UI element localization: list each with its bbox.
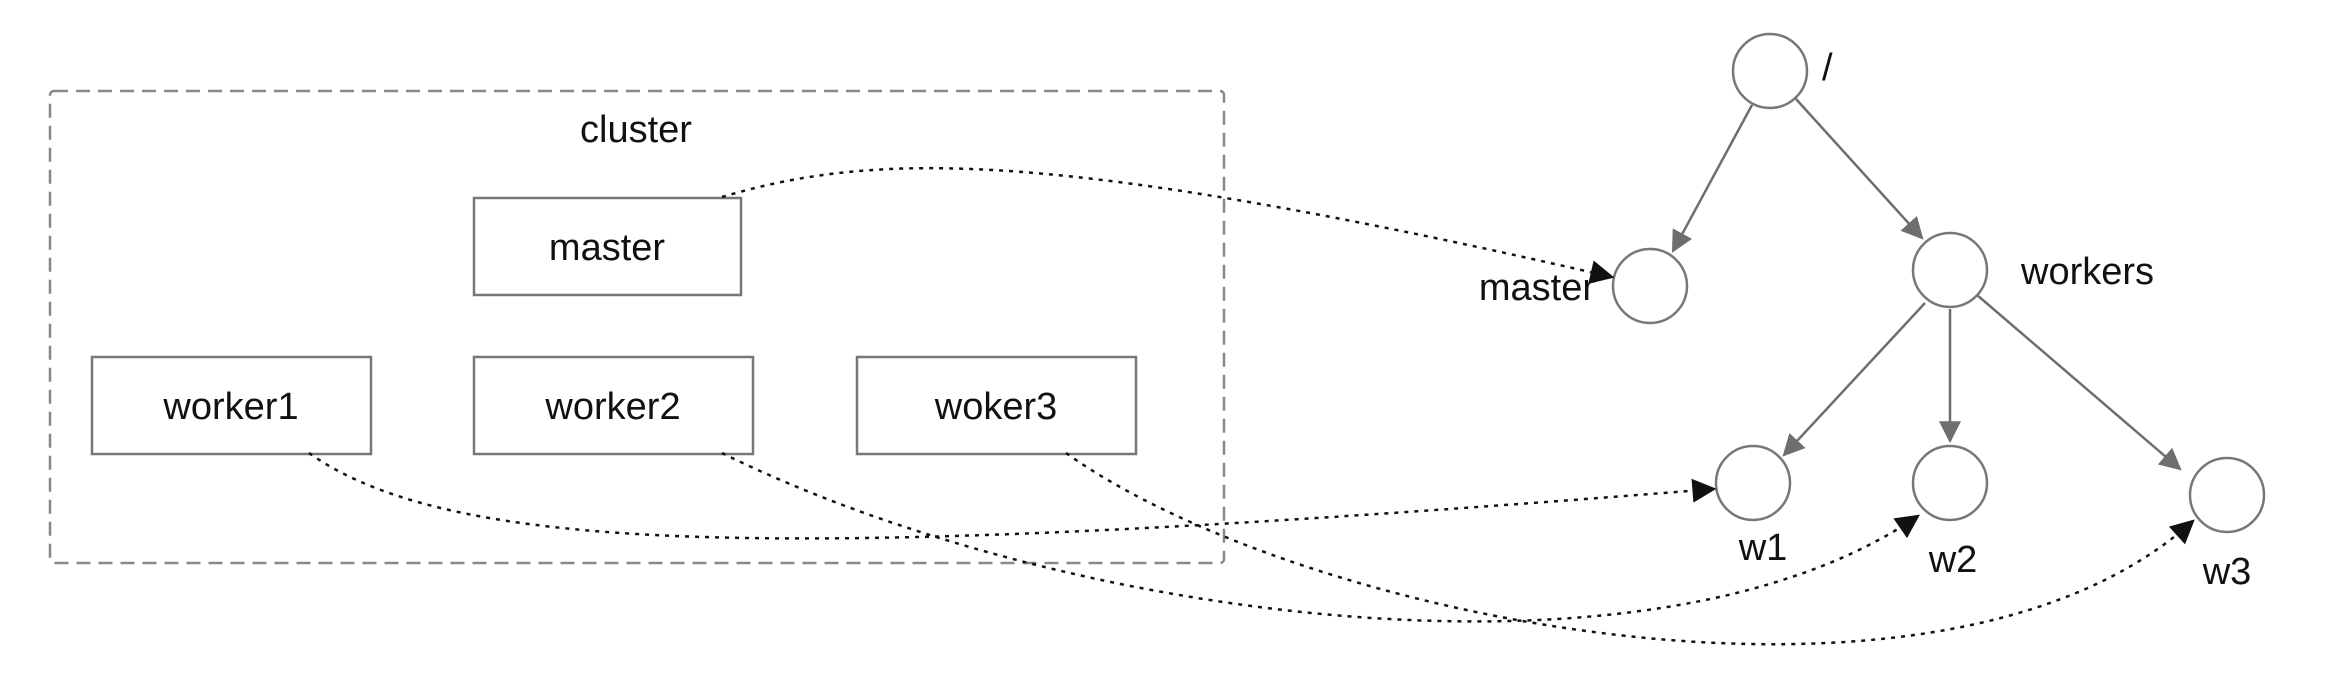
cluster-master-label: master [549,227,665,269]
edge-root-workers [1795,98,1924,240]
tree-root-label: / [1822,47,1833,89]
tree-w2-label: w2 [1928,539,1978,581]
worker3-label: woker3 [934,386,1058,428]
tree-root-node[interactable]: / [1731,32,1833,110]
map-worker1-edge [308,451,1717,540]
tree-w2-node[interactable]: w2 [1911,444,1989,581]
worker2-box[interactable]: worker2 [472,355,755,456]
tree-w3-node[interactable]: w3 [2188,456,2266,593]
map-worker3-edge [1065,451,2195,646]
worker1-box[interactable]: worker1 [90,355,373,456]
cluster-master-box[interactable]: master [472,196,743,297]
cluster-group: cluster master worker1 worker2 woker3 [48,89,1226,565]
tree-workers-label: workers [2020,251,2154,293]
tree-w1-node[interactable]: w1 [1714,444,1792,569]
edge-workers-w1 [1782,302,1926,457]
tree-workers-node[interactable]: workers [1911,231,2154,309]
worker1-label: worker1 [162,386,298,428]
worker3-box[interactable]: woker3 [855,355,1138,456]
tree-w3-label: w3 [2202,551,2252,593]
tree-edges [1671,98,2182,471]
cluster-label: cluster [580,109,692,151]
edge-workers-w3 [1976,294,2182,471]
tree-master-node[interactable]: master [1479,247,1689,325]
map-master-edge [721,166,1615,284]
edge-root-master [1671,104,1754,253]
tree-w1-label: w1 [1738,527,1788,569]
worker2-label: worker2 [544,386,680,428]
mapping-edges [308,166,2195,646]
tree-nodes: / master workers w1 w2 w3 [1479,32,2266,593]
tree-master-label: master [1479,267,1595,309]
cluster-frame [48,89,1226,565]
